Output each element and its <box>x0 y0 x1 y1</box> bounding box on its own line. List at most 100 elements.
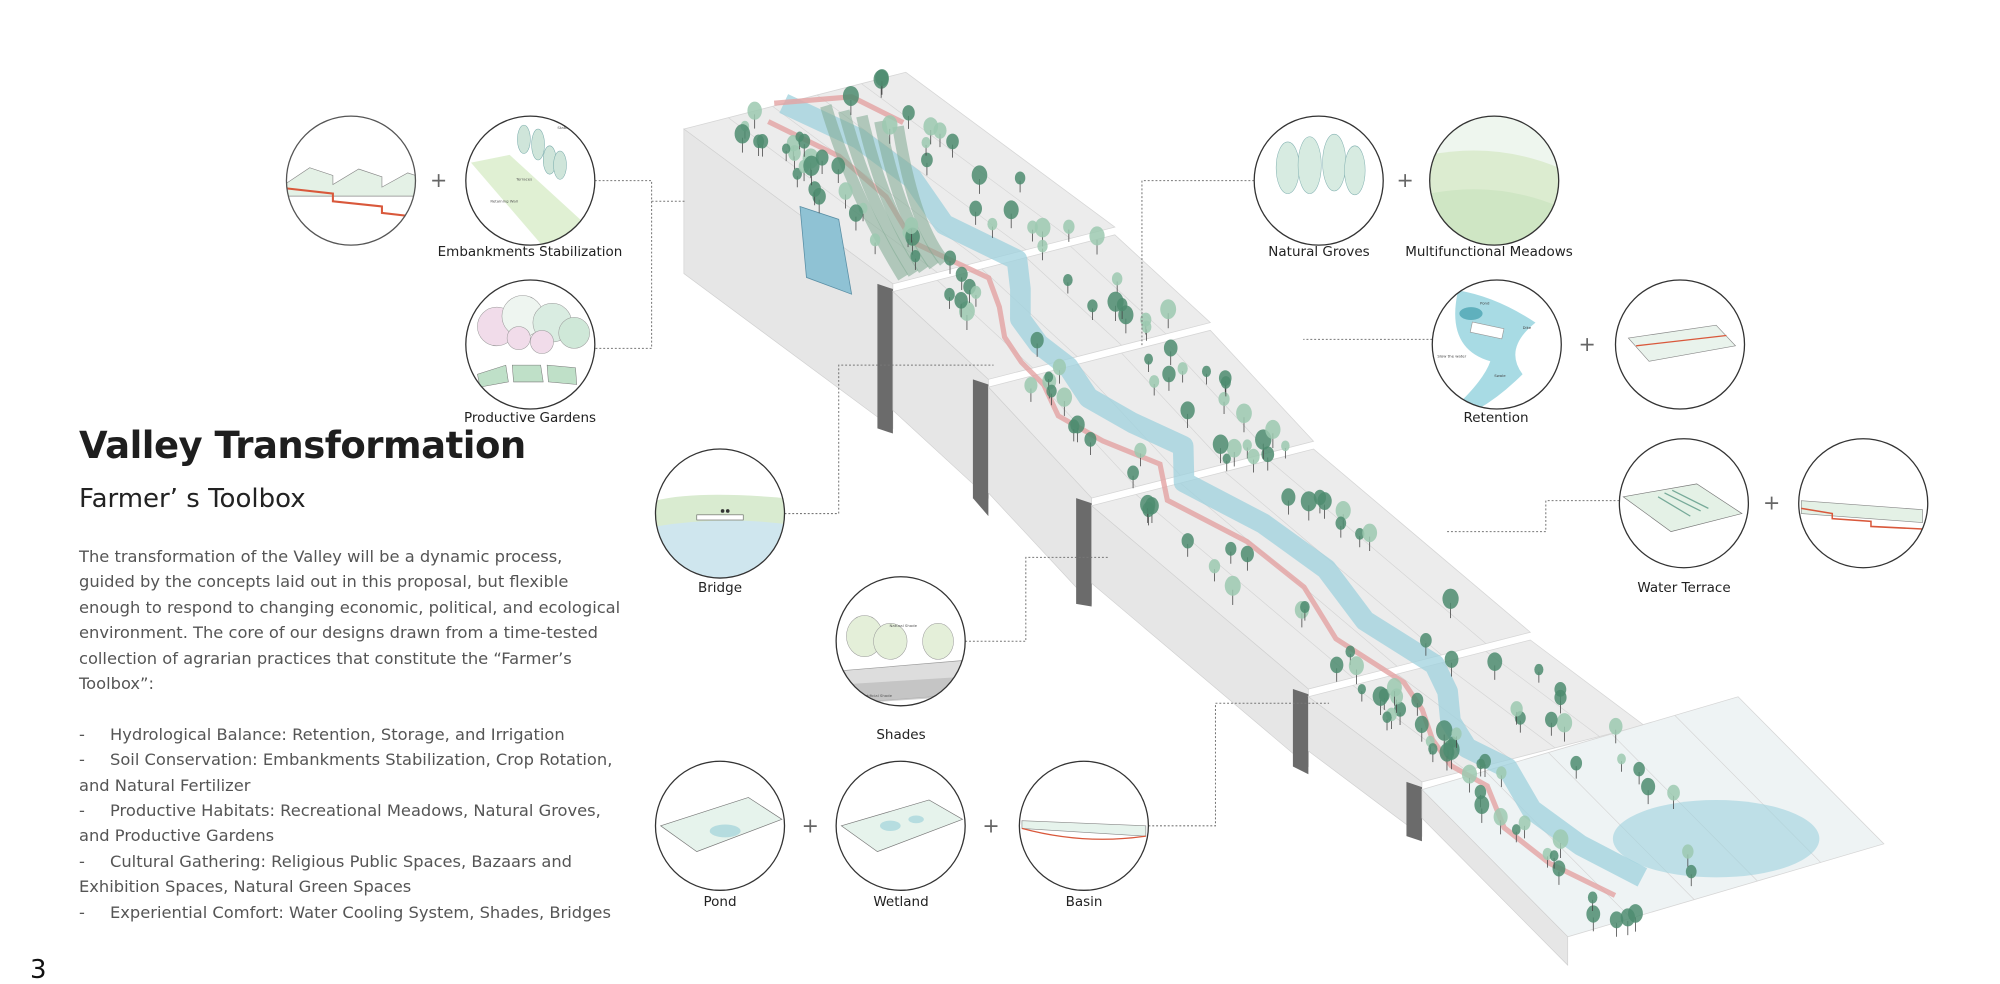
tree <box>1335 500 1351 520</box>
tree <box>848 204 863 222</box>
label-bridge: Bridge <box>697 580 743 596</box>
tree <box>1084 431 1097 447</box>
natural-groves-circle <box>1253 115 1384 246</box>
tree <box>1014 171 1026 185</box>
tree <box>1224 575 1241 596</box>
tree <box>1220 376 1231 389</box>
tree <box>1620 908 1636 927</box>
list-dash: - <box>79 750 85 770</box>
tree <box>1461 764 1478 784</box>
tree <box>1534 663 1544 676</box>
retaining-wall <box>972 379 989 517</box>
tree <box>838 182 853 200</box>
tree <box>1247 448 1260 465</box>
tree <box>1641 777 1656 796</box>
tree <box>1225 541 1237 556</box>
tree <box>869 233 881 247</box>
list-dash: - <box>79 724 85 744</box>
tree <box>1160 299 1177 320</box>
leader-groves <box>1141 180 1255 346</box>
tree <box>1212 434 1229 455</box>
contour-line <box>1268 460 1487 644</box>
tree <box>1003 200 1019 220</box>
tree <box>1030 331 1044 349</box>
paragraph-line: collection of agrarian practices that co… <box>79 648 572 668</box>
tree <box>1261 446 1275 463</box>
tree <box>881 115 898 135</box>
glass-pavilion <box>799 205 853 295</box>
tree <box>1493 808 1508 826</box>
label-shades: Shades <box>876 727 926 743</box>
plus-sign: + <box>1397 168 1414 192</box>
tree <box>1549 850 1559 862</box>
list-item: -Experiential Comfort: Water Cooling Sys… <box>79 900 639 925</box>
tree <box>747 101 762 120</box>
tree <box>1570 755 1583 771</box>
tree <box>1362 523 1378 543</box>
tree <box>1180 401 1195 420</box>
tree <box>1476 758 1485 770</box>
tree <box>1617 753 1626 765</box>
terrain-front-face <box>1421 788 1569 966</box>
tree <box>1034 217 1051 238</box>
tree <box>831 157 846 175</box>
leader-shades <box>965 556 1110 642</box>
tree <box>792 167 802 180</box>
tree <box>1226 438 1242 458</box>
tree <box>1474 784 1487 800</box>
tree <box>1496 766 1507 780</box>
tree <box>1685 864 1697 879</box>
tree <box>904 217 919 234</box>
tree <box>1089 226 1105 246</box>
tree <box>1487 652 1503 671</box>
tree <box>971 165 988 185</box>
tree <box>1044 371 1054 383</box>
page-subtitle: Farmer’ s Toolbox <box>79 484 306 514</box>
list-item-text: Experiential Comfort: Water Cooling Syst… <box>110 902 611 922</box>
productive-gardens-circle <box>465 279 596 410</box>
tree <box>1163 339 1178 357</box>
tree <box>921 136 931 149</box>
label-natural-groves: Natural Groves <box>1268 244 1370 260</box>
contour-line <box>1441 662 1556 749</box>
list-item-continuation: and Natural Fertilizer <box>79 775 251 795</box>
inner-label: Dike <box>1523 325 1532 330</box>
tree <box>1265 419 1281 440</box>
list-item: - Soil Conservation: Embankments Stabiliz… <box>79 747 639 772</box>
tree <box>808 181 821 197</box>
page-title: Valley Transformation <box>79 424 526 467</box>
paragraph-line: The transformation of the Valley will be… <box>79 547 563 566</box>
inner-label: Pond <box>1480 301 1490 306</box>
tree <box>946 133 959 150</box>
tree <box>1554 689 1567 706</box>
retaining-wall <box>1292 689 1309 775</box>
tree <box>1609 717 1623 735</box>
leader-basin <box>1148 702 1330 827</box>
label-retention: Retention <box>1463 410 1529 426</box>
basin-circle <box>1018 760 1150 891</box>
tree <box>1024 377 1038 394</box>
tree <box>1177 362 1188 375</box>
list-item: -Hydrological Balance: Retention, Storag… <box>79 722 639 747</box>
tree <box>954 292 968 309</box>
tree <box>875 69 889 87</box>
list-item: -Cultural Gathering: Religious Public Sp… <box>79 849 639 874</box>
paragraph-line: environment. The core of our designs dra… <box>79 623 598 643</box>
tree <box>1439 743 1455 762</box>
list-item-text: Soil Conservation: Embankments Stabiliza… <box>110 750 613 770</box>
tree <box>1510 701 1523 717</box>
inner-label: Terraces <box>515 177 532 182</box>
terrace-field <box>838 109 919 277</box>
tree <box>1149 375 1160 388</box>
tree <box>970 285 982 299</box>
plus-sign: + <box>1763 491 1780 515</box>
tree <box>1068 419 1080 434</box>
list-dash: - <box>79 801 85 821</box>
inner-label: Swale <box>1494 373 1506 378</box>
tree <box>943 250 957 266</box>
tree <box>1056 387 1073 407</box>
contour-line <box>1121 352 1226 465</box>
tree <box>1140 494 1156 514</box>
tree <box>987 217 998 231</box>
list-item: -Productive Habitats: Recreational Meado… <box>79 798 639 823</box>
